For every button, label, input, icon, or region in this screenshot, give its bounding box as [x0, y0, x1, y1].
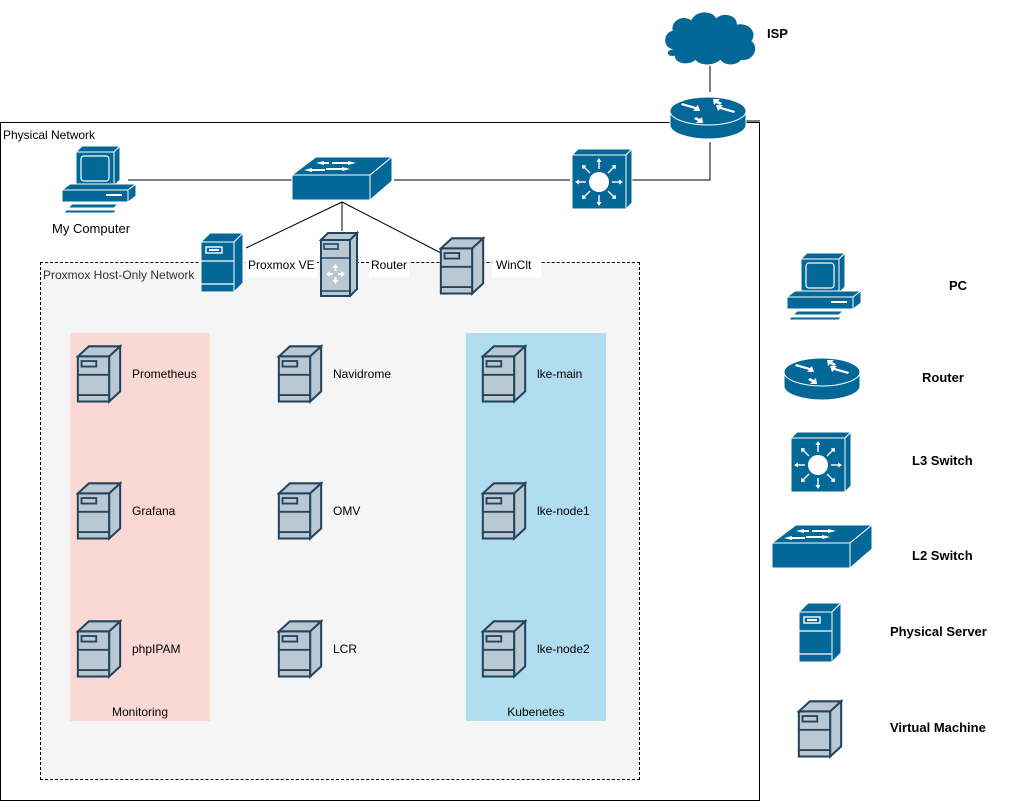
lke-main-label: lke-main — [537, 367, 583, 381]
core-l3-switch-icon — [571, 148, 633, 210]
omv-label: OMV — [333, 504, 361, 518]
prometheus-label: Prometheus — [132, 367, 197, 381]
legend-label-virtual-machine: Virtual Machine — [890, 720, 986, 735]
legend-label-l2-switch: L2 Switch — [912, 548, 973, 563]
lcr-vm-icon — [277, 620, 323, 678]
prometheus-vm-icon — [76, 345, 122, 403]
router-vm-label: Router — [369, 257, 410, 277]
isp-router-icon — [669, 96, 747, 140]
physical-network-container — [0, 122, 760, 801]
router-vm-icon — [320, 232, 358, 297]
proxmox-ve-server-icon — [200, 232, 244, 293]
legend: PC Router L3 Switch L2 Switch Physical S… — [765, 245, 1010, 775]
legend-physical-server-icon — [798, 602, 842, 663]
legend-router-icon — [783, 357, 861, 401]
kubernetes-group-label: Kubenetes — [507, 705, 565, 719]
lke-node1-label: lke-node1 — [537, 504, 590, 518]
legend-virtual-machine-icon — [797, 700, 843, 758]
legend-label-pc: PC — [949, 278, 968, 293]
legend-label-l3-switch: L3 Switch — [912, 453, 973, 468]
phpipam-label: phpIPAM — [132, 642, 181, 656]
winclt-label: WinClt — [492, 257, 542, 277]
legend-l3-switch-icon — [790, 431, 852, 493]
lke-main-vm-icon — [481, 345, 527, 403]
link-l3switch-router — [632, 142, 711, 181]
legend-label-router: Router — [922, 370, 964, 385]
isp-label: ISP — [767, 26, 788, 41]
winclt-vm-icon — [439, 237, 485, 295]
host-only-network-label: Proxmox Host-Only Network — [43, 268, 195, 282]
isp-cloud-icon — [665, 12, 756, 65]
lke-node2-vm-icon — [481, 620, 527, 678]
legend-label-physical-server: Physical Server — [890, 624, 987, 639]
physical-network-label: Physical Network — [3, 128, 96, 142]
l2-switch-icon — [291, 156, 393, 201]
omv-vm-icon — [277, 482, 323, 540]
link-l2switch-proxmox — [245, 201, 343, 249]
lcr-label: LCR — [333, 642, 358, 656]
proxmox-ve-label: Proxmox VE — [246, 257, 317, 277]
navidrome-vm-icon — [277, 345, 323, 403]
lke-node1-vm-icon — [481, 482, 527, 540]
legend-pc-icon — [786, 252, 862, 321]
grafana-label: Grafana — [132, 504, 176, 518]
grafana-vm-icon — [76, 482, 122, 540]
legend-l2-switch-icon — [771, 524, 873, 569]
monitoring-group-label: Monitoring — [111, 705, 169, 719]
lke-node2-label: lke-node2 — [537, 642, 590, 656]
link-l2switch-winclt — [341, 201, 442, 254]
phpipam-vm-icon — [76, 620, 122, 678]
my-computer-label: My Computer — [52, 221, 131, 236]
my-computer-icon — [61, 145, 137, 214]
navidrome-label: Navidrome — [333, 367, 392, 381]
